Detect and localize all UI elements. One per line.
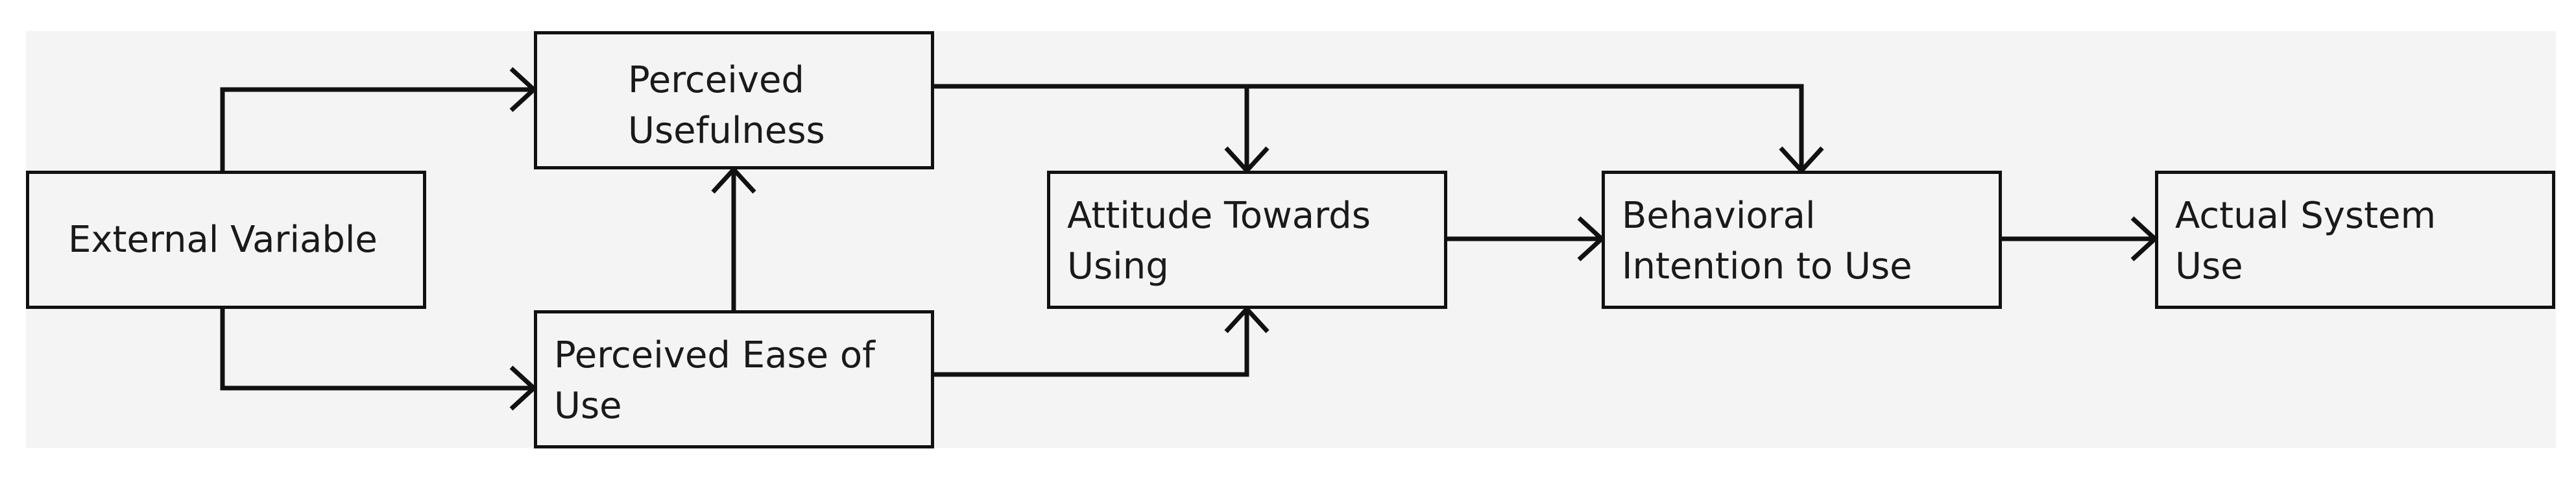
node-behavioral-intention: Behavioral Intention to Use [1602, 171, 2002, 309]
node-label-line2: Use [554, 385, 622, 427]
node-label-line1: Behavioral [1622, 195, 1816, 237]
node-label-line1: Perceived Ease of [554, 334, 875, 376]
node-label: External Variable [68, 218, 378, 261]
edge-external-to-usefulness [220, 87, 534, 171]
edge-external-to-ease [220, 309, 534, 391]
node-label-line1: Actual System [2175, 195, 2437, 237]
node-label-line1: Perceived [628, 59, 804, 101]
node-external-variable: External Variable [26, 171, 426, 309]
node-attitude-towards-using: Attitude Towards Using [1047, 171, 1447, 309]
node-perceived-ease-of-use: Perceived Ease of Use [534, 310, 934, 448]
node-label-line2: Using [1067, 245, 1169, 287]
node-perceived-usefulness: Perceived Usefulness [534, 31, 934, 169]
node-label-line2: Intention to Use [1622, 245, 1912, 287]
edge-usefulness-trunk [934, 84, 1804, 171]
node-label-line2: Usefulness [628, 110, 825, 152]
edge-ease-to-attitude [934, 309, 1249, 377]
node-label-line2: Use [2175, 245, 2243, 287]
node-actual-system-use: Actual System Use [2155, 171, 2555, 309]
arrowhead-ease-to-attitude [1224, 305, 1270, 334]
arrowhead-ease-to-usefulness [711, 165, 756, 194]
node-label-line1: Attitude Towards [1067, 195, 1371, 237]
